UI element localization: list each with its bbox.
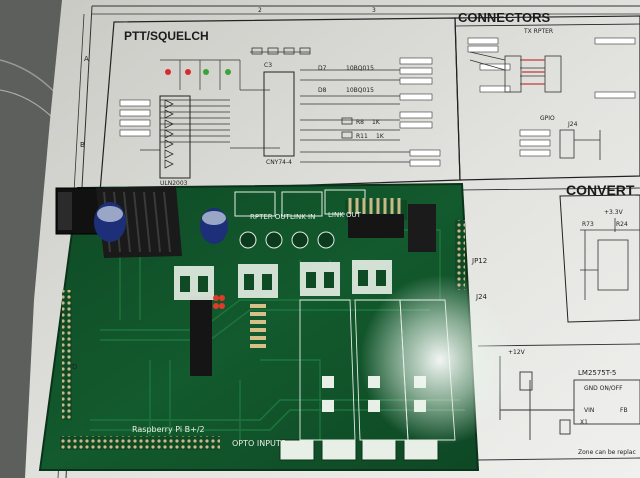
row-d-marker: D	[72, 363, 78, 371]
j24-schematic-label: J24	[568, 121, 578, 128]
link-out-label: LINK OUT	[328, 211, 361, 219]
x1-label: X1	[580, 419, 588, 426]
cny-label: CNY74-4	[266, 159, 292, 166]
jp12-label: JP12	[472, 257, 488, 265]
row-a-marker: A	[84, 55, 89, 63]
tx-rpter-label: TX RPTER	[524, 28, 554, 35]
schematic-resistors-top	[251, 47, 353, 139]
pcb-leds	[213, 295, 225, 309]
vin-label: VIN	[584, 407, 595, 414]
opto-inputs-label: OPTO INPUTS	[232, 439, 286, 448]
convert-section-frame	[559, 194, 640, 323]
audio-jack-holes	[239, 231, 335, 249]
connectors-section-title: CONNECTORS	[458, 10, 551, 25]
r11-value: 1K	[376, 133, 384, 140]
left-pin-row	[62, 290, 72, 420]
dip-chip-mid	[190, 296, 212, 376]
uln-label: ULN2003	[160, 180, 188, 187]
lm-regulator-label: LM2575T-5	[578, 369, 617, 377]
heatsink	[96, 186, 182, 258]
dip-chip-top	[348, 214, 404, 238]
rpter-out-label: RPTER OUT	[250, 213, 290, 221]
r73-label: R73	[582, 221, 594, 228]
plus-3v3-label: +3.3V	[604, 209, 623, 216]
capacitor-right	[200, 208, 228, 244]
uln-gates	[164, 99, 174, 169]
relay-inner	[180, 270, 386, 292]
column-2-marker: 2	[258, 7, 262, 14]
screw-terminals	[279, 439, 439, 461]
convert-section-title: CONVERT	[566, 182, 635, 198]
gpio-header-footprint	[60, 436, 220, 450]
pcb-resistors	[250, 304, 266, 348]
fb-label: FB	[620, 407, 628, 414]
link-in-label: LINK IN	[290, 213, 316, 221]
convert-schematic	[580, 218, 640, 300]
d7-part: 10BQ015	[346, 65, 374, 72]
d8-part: 10BQ015	[346, 87, 374, 94]
uln-chip-symbol	[159, 95, 191, 179]
c3-label: C3	[264, 62, 273, 69]
connector-red-wires	[522, 59, 545, 85]
r11-label: R11	[356, 133, 368, 140]
d8-label: D8	[318, 87, 327, 94]
r8-value: 1K	[372, 119, 380, 126]
capacitor-left	[94, 202, 126, 242]
dip-socket-right	[408, 204, 436, 252]
raspberry-label: Raspberry Pi B+/2	[132, 425, 205, 434]
column-3-marker: 3	[372, 7, 376, 14]
gpio-label: GPIO	[540, 115, 555, 122]
plus-12v-label: +12V	[508, 349, 525, 356]
zone-note: Zone can be replac	[578, 449, 636, 456]
row-b-marker: B	[80, 141, 85, 149]
schematic-leds	[165, 69, 231, 75]
connectors-section-frame	[454, 15, 640, 181]
ptt-section-title: PTT/SQUELCH	[124, 29, 209, 43]
desk-wire-2	[0, 89, 56, 121]
r8-label: R8	[356, 119, 364, 126]
light-glare	[360, 275, 520, 445]
cny-chip-symbol	[263, 71, 295, 157]
j24-board-label: J24	[476, 293, 487, 301]
d7-label: D7	[318, 65, 327, 72]
gnd-onoff-label: GND ON/OFF	[584, 385, 623, 392]
r24-label: R24	[616, 221, 628, 228]
right-pin-row	[455, 220, 465, 290]
